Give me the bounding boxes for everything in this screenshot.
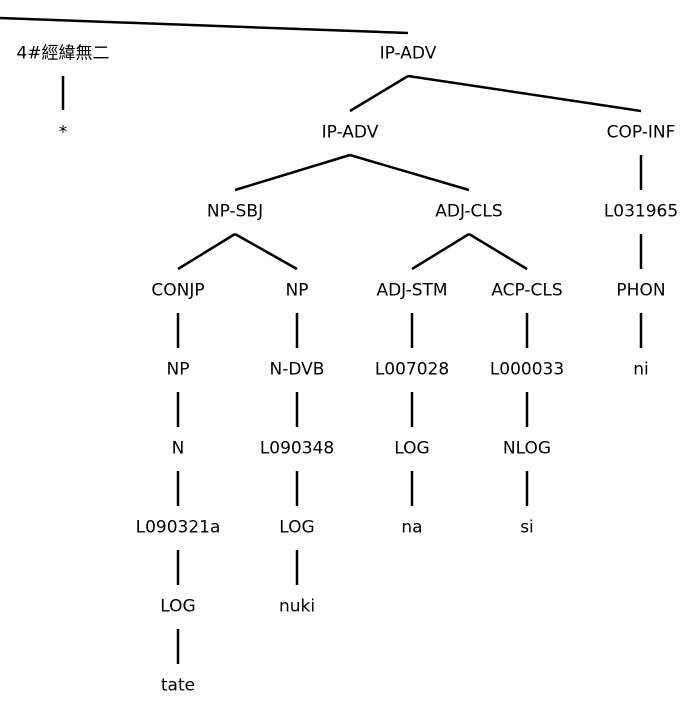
edge-root-ipadv	[0, 16, 409, 35]
node-idiom-label: 4#經緯無二	[16, 43, 110, 64]
node-adj-stm: ADJ-STM	[376, 280, 448, 301]
node-np-sbj: NP-SBJ	[206, 201, 264, 222]
node-n: N	[171, 438, 185, 459]
node-l031965: L031965	[603, 201, 679, 222]
node-n-dvb: N-DVB	[269, 359, 325, 380]
node-l007028: L007028	[374, 359, 450, 380]
node-log-dvb: LOG	[279, 517, 315, 538]
node-tate: tate	[160, 675, 196, 696]
node-phon: PHON	[616, 280, 666, 301]
edge-ipadvtop-ipadv	[349, 74, 409, 113]
edge-adjcls-acpcls	[468, 232, 528, 271]
node-cop-inf: COP-INF	[606, 122, 676, 143]
edge-ipadv-adjcls	[349, 153, 470, 192]
node-log-n: LOG	[160, 596, 196, 617]
node-ni: ni	[633, 359, 649, 380]
node-conjp: CONJP	[151, 280, 205, 301]
node-nuki: nuki	[278, 596, 316, 617]
node-na: na	[401, 517, 423, 538]
node-acp-cls: ACP-CLS	[491, 280, 563, 301]
edge-ipadv-npsbj	[234, 153, 351, 192]
edge-npsbj-conjp	[177, 232, 236, 271]
node-ip-adv-top: IP-ADV	[379, 43, 437, 64]
node-ip-adv: IP-ADV	[321, 122, 379, 143]
node-l000033: L000033	[489, 359, 565, 380]
edge-npsbj-np	[234, 232, 298, 271]
node-trace-star: *	[58, 122, 68, 143]
edge-adjcls-adjstm	[411, 232, 470, 271]
node-adj-cls: ADJ-CLS	[435, 201, 503, 222]
node-si: si	[520, 517, 534, 538]
edge-ipadvtop-copinf	[407, 74, 642, 113]
node-nlog: NLOG	[502, 438, 552, 459]
node-np: NP	[285, 280, 309, 301]
node-np-conjp: NP	[166, 359, 190, 380]
node-l090348: L090348	[259, 438, 335, 459]
node-log-adj: LOG	[394, 438, 430, 459]
node-l090321a: L090321a	[135, 517, 221, 538]
